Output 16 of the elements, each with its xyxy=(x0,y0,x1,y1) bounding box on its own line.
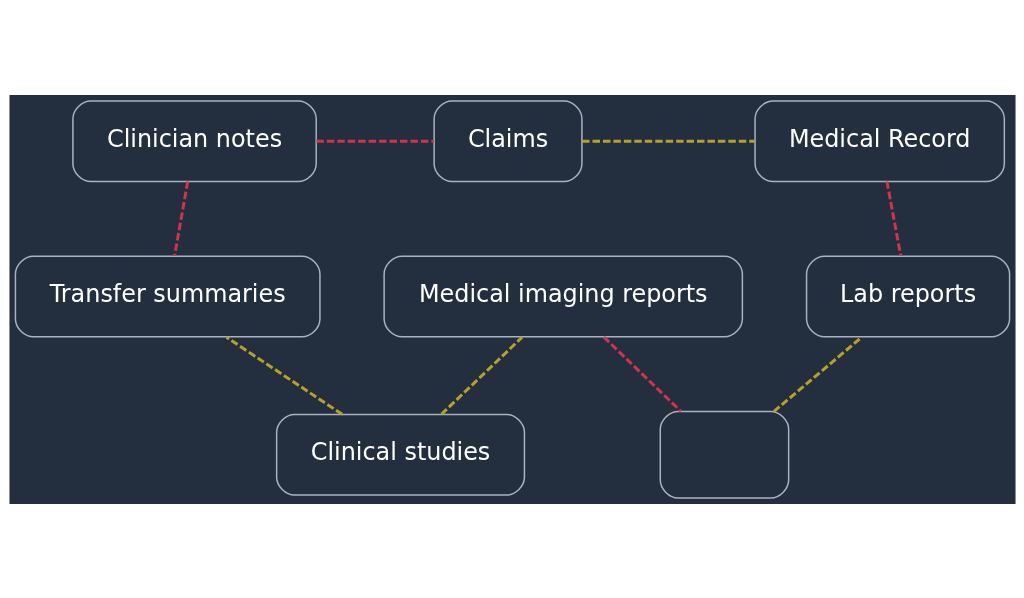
node-box: Clinician notes xyxy=(71,99,317,182)
node-box: Lab reports xyxy=(805,254,1010,338)
node-box: Medical imaging reports xyxy=(382,254,743,338)
connector xyxy=(172,180,189,256)
connector xyxy=(884,180,902,256)
connector xyxy=(225,335,343,416)
node-box: Claims xyxy=(432,99,583,182)
connector xyxy=(581,139,755,143)
node-box: Medical Record xyxy=(753,99,1005,182)
node-box: Clinical studies xyxy=(275,413,525,496)
connector xyxy=(440,335,523,415)
connector xyxy=(772,335,863,412)
connector xyxy=(315,139,434,143)
node-box xyxy=(659,410,789,499)
connector xyxy=(602,335,682,412)
node-box: Transfer summaries xyxy=(14,254,321,338)
